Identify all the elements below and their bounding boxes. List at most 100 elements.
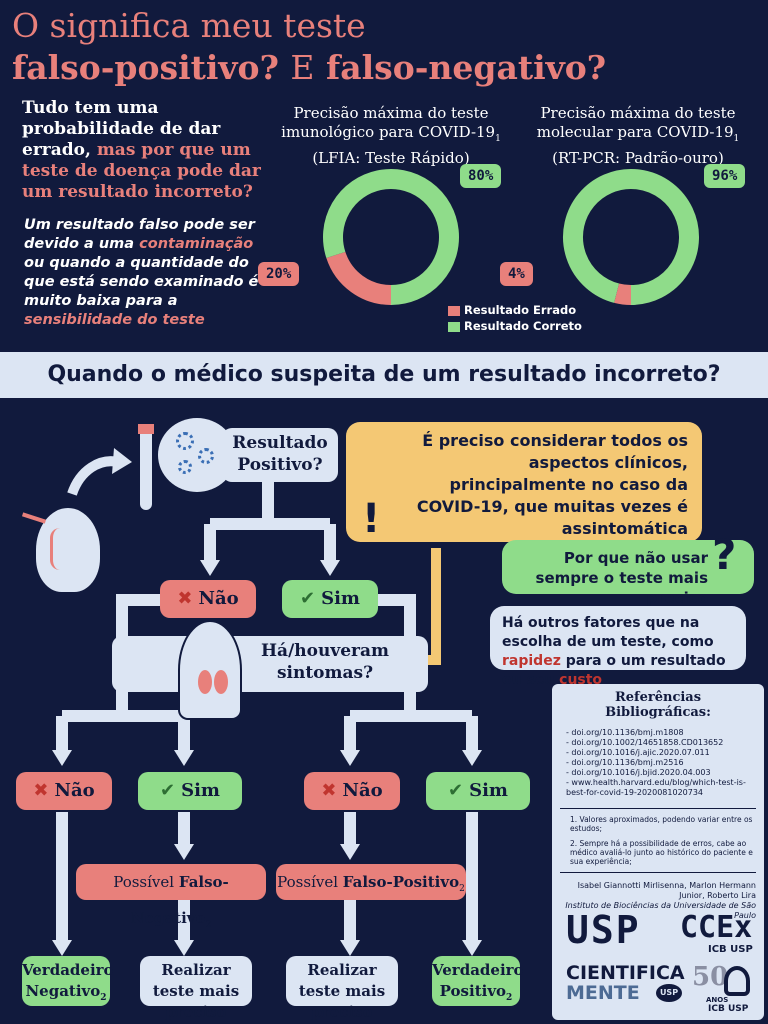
footnotes: 1. Valores aproximados, podendo variar e… [560,808,756,873]
left-no-label: Não [54,780,95,801]
possible-fn-sup: 2 [205,920,212,930]
page-title-line2: falso-positivo? E falso-negativo? [12,48,606,87]
true-negative-sup: 2 [100,993,107,1003]
nasal-path-icon [50,528,70,570]
intro-para-c: ou quando a quantidade do que está sendo… [24,255,259,309]
possible-fn-term: Falso-Negativo [130,873,229,927]
intro-para-d: sensibilidade do teste [24,312,205,328]
donut-slice-wrong [326,251,392,305]
intro-text-a: Tudo tem uma probabilidade de dar errado… [22,98,221,160]
icbusp-logo-2: ICB USP [708,1004,749,1014]
chart1-subtitle: (LFIA: Teste Rápido) [312,149,470,167]
references-panel: Referências Bibliográficas: - doi.org/10… [552,684,764,1020]
legend-correct: Resultado Correto [448,318,582,334]
other-factors-bubble: Há outros fatores que na escolha de um t… [490,606,746,688]
legend-wrong-swatch [448,305,460,316]
coughing-person-icon [178,620,242,720]
start-question-box: Resultado Positivo? [222,428,338,482]
other-factors-speed: rapidez [502,653,561,669]
exclamation-icon: ! [362,496,381,542]
virus-icon [176,432,194,450]
question-mark-icon: ? [712,530,737,579]
virus-icon [198,448,214,464]
true-negative-label: Verdadeiro Negativo [22,961,114,1000]
legend-wrong-label: Resultado Errado [464,303,577,317]
authors-names: Isabel Giannotti Mirlisenna, Marlon Herm… [577,881,756,900]
left-yes-box: ✔Sim [138,772,242,810]
footnote-2: 2. Sempre há a possibilidade de erros, c… [570,839,753,866]
right-no-box: ✖Não [304,772,400,810]
other-factors-c: para o um resultado ou seu [502,653,726,688]
legend-correct-swatch [448,321,460,332]
reference-item: - doi.org/10.1002/14651858.CD013652 [566,738,724,747]
title-false-positive: falso-positivo? [12,48,279,87]
clinical-note: É preciso considerar todos os aspectos c… [346,422,702,542]
flask-icon [724,966,750,996]
chart2-title-sup: 1 [733,134,740,144]
chart2-donut [563,169,699,305]
left-no-box: ✖Não [16,772,112,810]
retest-box-left: Realizar teste mais preciso [140,956,252,1021]
retest-box-right: Realizar teste mais preciso [286,956,398,1021]
intro-para-b: contaminação [139,236,254,252]
authors: Isabel Giannotti Mirlisenna, Marlon Herm… [560,881,756,921]
possible-fp-prefix: Possível [277,873,339,891]
authors-institute: Instituto de Biociências da Universidade… [560,901,756,921]
institute-name: Instituto de Biociências da Universidade… [565,901,756,920]
anniversary-logo: 50 [692,962,729,992]
symptoms-question-box: Há/houveram sintomas? [112,636,428,692]
chart1-title-text: Precisão máxima do teste imunológico par… [281,104,496,141]
x-icon: ✖ [177,588,193,609]
donut-slice-wrong [614,283,632,305]
lung-icon [198,670,212,694]
reference-item: - doi.org/10.1136/bmj.m2516 [566,758,684,767]
lung-icon [214,670,228,694]
x-icon: ✖ [33,780,49,801]
virus-icon [178,460,192,474]
chart1-title: Precisão máxima do teste imunológico par… [276,104,506,168]
chart2-label-wrong: 4% [500,262,533,286]
chart2-title: Precisão máxima do teste molecular para … [518,104,758,168]
true-positive-label: Verdadeiro Positivo [432,961,524,1000]
legend-correct-label: Resultado Correto [464,319,582,333]
intro-explanation: Um resultado falso pode ser devido a uma… [24,216,259,330]
intro-para-a: Um resultado falso pode ser devido a uma [24,217,255,252]
true-positive-sup: 2 [506,993,513,1003]
right-yes-label: Sim [469,780,508,801]
possible-false-negative-box: Possível Falso-Negativo2 [76,864,266,930]
first-yes-box: ✔Sim [282,580,378,618]
chart-legend: Resultado Errado Resultado Correto [448,302,582,334]
donut-slice-correct [323,169,459,305]
footnote-1: 1. Valores aproximados, podendo variar e… [570,815,753,833]
check-icon: ✔ [448,780,464,801]
true-negative-box: Verdadeiro Negativo2 [22,956,114,1006]
right-yes-box: ✔Sim [426,772,530,810]
chart1-donut [323,169,459,305]
usp-small-logo: USP [656,984,682,1002]
patient-swab-icon [36,508,100,592]
mente-logo: MENTE [566,982,640,1004]
title-and: E [290,48,315,87]
test-tube-icon [140,428,152,510]
possible-false-positive-box: Possível Falso-Positivo2 [276,864,466,900]
other-factors-a: Há outros fatores que na escolha de um t… [502,615,714,650]
references-list: - doi.org/10.1136/bmj.m1808 - doi.org/10… [566,728,756,798]
first-yes-label: Sim [321,588,360,609]
reference-item: - www.health.harvard.edu/blog/which-test… [566,778,746,797]
title-false-negative: falso-negativo? [326,48,607,87]
cceh-logo: CCEx [680,910,753,945]
usp-logo: USP [566,908,641,952]
chart1-title-sup: 1 [495,134,501,144]
check-icon: ✔ [160,780,176,801]
chart1-label-wrong: 20% [258,262,300,286]
possible-fp-term: Falso-Positivo [342,873,460,891]
first-no-box: ✖Não [160,580,256,618]
check-icon: ✔ [300,588,316,609]
intro-text-b: mas por que um teste de doença pode dar … [22,140,261,202]
legend-wrong: Resultado Errado [448,302,582,318]
first-no-label: Não [198,588,239,609]
why-not-precise-bubble: Por que não usar sempre o teste mais pre… [502,540,754,607]
donut-slice-correct [563,169,699,305]
anniversary-label: ANOS [706,996,729,1004]
possible-fp-sup: 2 [459,884,465,894]
